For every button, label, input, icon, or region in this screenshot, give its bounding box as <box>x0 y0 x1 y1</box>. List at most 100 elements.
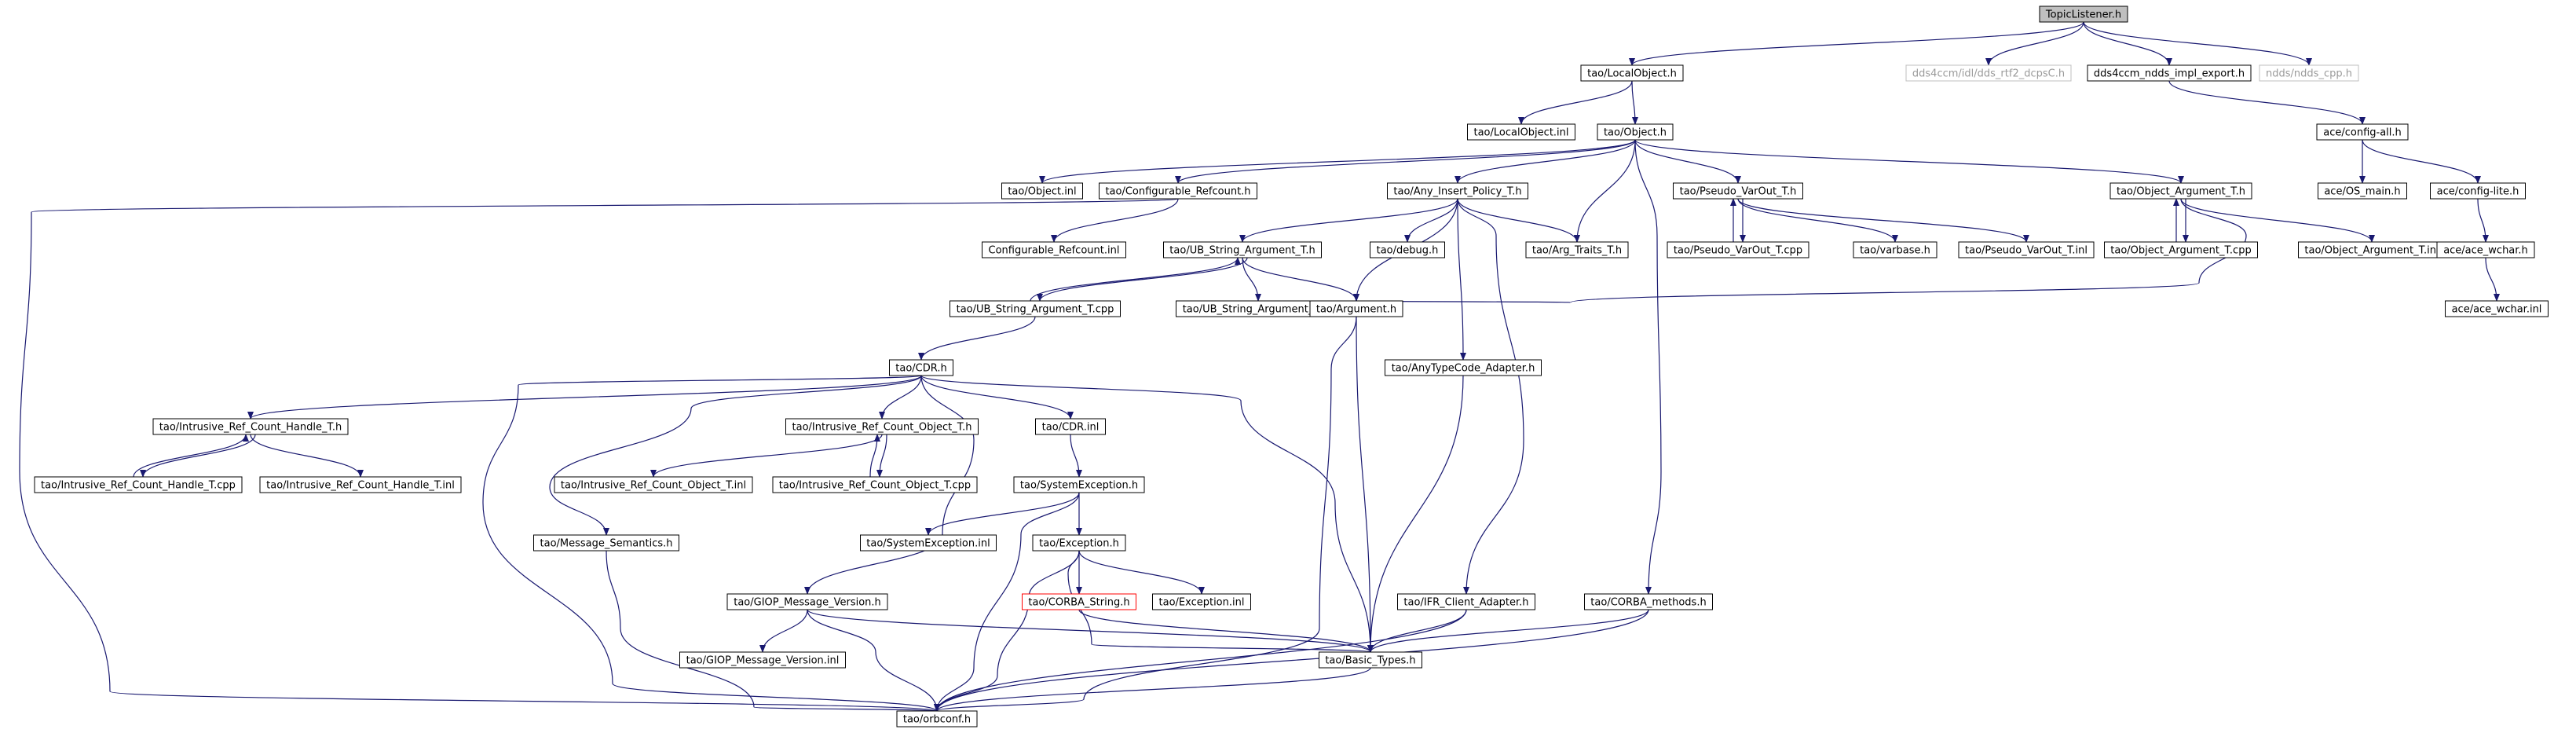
edge-argument-h-to-basic-types <box>1356 316 1374 653</box>
edge-localobject-h-to-object-h <box>1631 80 1638 125</box>
node-config-all[interactable]: ace/config-all.h <box>2316 123 2409 141</box>
node-label: tao/SystemException.h <box>1020 480 1138 492</box>
node-pseudo-varout-inl[interactable]: tao/Pseudo_VarOut_T.inl <box>1958 241 2095 258</box>
node-ndds-impl-export[interactable]: dds4ccm_ndds_impl_export.h <box>2087 64 2252 82</box>
node-dds-rtf2[interactable]: dds4ccm/idl/dds_rtf2_dcpsC.h <box>1905 64 2072 82</box>
node-argument-h[interactable]: tao/Argument.h <box>1309 300 1403 317</box>
edge-corba-methods-to-basic-types <box>1367 609 1649 653</box>
node-exception-inl[interactable]: tao/Exception.inl <box>1152 593 1251 610</box>
node-ace-wchar-inl[interactable]: ace/ace_wchar.inl <box>2445 300 2549 317</box>
edge-cdr-h-to-basic-types <box>920 375 1374 653</box>
node-debug-h[interactable]: tao/debug.h <box>1370 241 1445 258</box>
node-systemexception-h[interactable]: tao/SystemException.h <box>1013 476 1145 493</box>
node-intrusive-handle-h[interactable]: tao/Intrusive_Ref_Count_Handle_T.h <box>152 418 349 435</box>
node-label: tao/Message_Semantics.h <box>540 538 673 550</box>
edge-object-h-to-pseudo-varout-h <box>1634 139 1741 184</box>
node-localobject-h[interactable]: tao/LocalObject.h <box>1580 64 1684 82</box>
node-box <box>1370 241 1445 258</box>
node-cdr-h[interactable]: tao/CDR.h <box>889 359 953 376</box>
node-box <box>2436 241 2535 258</box>
node-intrusive-handle-cpp[interactable]: tao/Intrusive_Ref_Count_Handle_T.cpp <box>34 476 243 493</box>
node-label: tao/UB_String_Argument_T.inl <box>1183 304 1334 316</box>
node-topiclistener-h[interactable]: TopicListener.h <box>2039 5 2128 23</box>
edge-ub-string-cpp-to-cdr-h <box>918 316 1036 361</box>
node-object-argument-h[interactable]: tao/Object_Argument_T.h <box>2109 182 2252 200</box>
node-os-main[interactable]: ace/OS_main.h <box>2318 182 2407 200</box>
edge-intrusive-handle-cpp-to-intrusive-handle-h <box>133 434 249 478</box>
edge-pseudo-varout-h-to-varbase <box>1737 198 1898 243</box>
node-label: tao/LocalObject.inl <box>1473 127 1568 139</box>
node-box <box>860 534 997 552</box>
node-corba-string[interactable]: tao/CORBA_String.h <box>1022 593 1136 610</box>
node-box <box>982 241 1126 258</box>
node-object-argument-cpp[interactable]: tao/Object_Argument_T.cpp <box>2104 241 2258 258</box>
node-label: ace/ace_wchar.inl <box>2452 304 2542 316</box>
node-intrusive-object-h[interactable]: tao/Intrusive_Ref_Count_Object_T.h <box>785 418 979 435</box>
node-label: tao/Argument.h <box>1316 304 1396 316</box>
node-box <box>1319 651 1422 669</box>
node-corba-methods[interactable]: tao/CORBA_methods.h <box>1584 593 1713 610</box>
node-message-semantics[interactable]: tao/Message_Semantics.h <box>533 534 679 552</box>
node-ace-wchar-h[interactable]: ace/ace_wchar.h <box>2436 241 2535 258</box>
edge-basic-types-to-orbconf <box>934 667 1371 712</box>
edge-topiclistener-h-to-dds-rtf2 <box>1985 21 2084 66</box>
node-intrusive-object-inl[interactable]: tao/Intrusive_Ref_Count_Object_T.inl <box>554 476 753 493</box>
node-label: tao/Arg_Traits_T.h <box>1532 245 1622 257</box>
node-arg-traits[interactable]: tao/Arg_Traits_T.h <box>1525 241 1629 258</box>
node-intrusive-handle-inl[interactable]: tao/Intrusive_Ref_Count_Handle_T.inl <box>259 476 462 493</box>
node-box <box>34 476 243 493</box>
node-ub-string-cpp[interactable]: tao/UB_String_Argument_T.cpp <box>950 300 1121 317</box>
node-localobject-inl[interactable]: tao/LocalObject.inl <box>1467 123 1575 141</box>
node-giop-version-h[interactable]: tao/GIOP_Message_Version.h <box>726 593 888 610</box>
edge-giop-version-h-to-giop-version-inl <box>759 609 808 653</box>
node-object-h[interactable]: tao/Object.h <box>1597 123 1674 141</box>
edge-any-insert-policy-to-arg-traits <box>1457 198 1580 243</box>
node-basic-types[interactable]: tao/Basic_Types.h <box>1319 651 1422 669</box>
edge-exception-h-to-orbconf <box>934 550 1080 712</box>
node-object-inl[interactable]: tao/Object.inl <box>1001 182 1083 200</box>
node-orbconf[interactable]: tao/orbconf.h <box>896 710 978 728</box>
node-ub-string-h[interactable]: tao/UB_String_Argument_T.h <box>1163 241 1322 258</box>
node-intrusive-object-cpp[interactable]: tao/Intrusive_Ref_Count_Object_T.cpp <box>772 476 978 493</box>
edge-any-insert-policy-to-anytypecode-adapter <box>1457 198 1466 361</box>
node-config-lite[interactable]: ace/config-lite.h <box>2430 182 2526 200</box>
edge-cdr-h-to-message-semantics <box>549 375 922 536</box>
node-exception-h[interactable]: tao/Exception.h <box>1032 534 1126 552</box>
node-box <box>259 476 462 493</box>
node-box <box>896 710 978 728</box>
node-cdr-inl[interactable]: tao/CDR.inl <box>1035 418 1106 435</box>
node-systemexception-inl[interactable]: tao/SystemException.inl <box>860 534 997 552</box>
node-giop-version-inl[interactable]: tao/GIOP_Message_Version.inl <box>679 651 846 669</box>
node-label: tao/Configurable_Refcount.h <box>1105 186 1250 198</box>
node-box <box>1673 182 1803 200</box>
node-label: tao/Object_Argument_T.cpp <box>2110 245 2251 257</box>
node-box <box>1163 241 1322 258</box>
edge-topiclistener-h-to-ndds-cpp <box>2083 21 2312 66</box>
node-object-argument-inl[interactable]: tao/Object_Argument_T.inl <box>2298 241 2446 258</box>
node-pseudo-varout-cpp[interactable]: tao/Pseudo_VarOut_T.cpp <box>1667 241 1809 258</box>
edge-object-h-to-object-argument-h <box>1634 139 2184 184</box>
node-varbase[interactable]: tao/varbase.h <box>1853 241 1937 258</box>
node-label: tao/Pseudo_VarOut_T.h <box>1680 186 1797 198</box>
node-ifr-client-adapter[interactable]: tao/IFR_Client_Adapter.h <box>1397 593 1535 610</box>
node-anytypecode-adapter[interactable]: tao/AnyTypeCode_Adapter.h <box>1385 359 1542 376</box>
edge-pseudo-varout-h-to-pseudo-varout-inl <box>1737 198 2029 243</box>
edge-any-insert-policy-to-ub-string-h <box>1239 198 1458 243</box>
edge-cdr-h-to-cdr-inl <box>920 375 1074 420</box>
edge-object-h-to-object-inl <box>1039 139 1636 184</box>
node-box <box>1385 359 1542 376</box>
node-any-insert-policy[interactable]: tao/Any_Insert_Policy_T.h <box>1387 182 1528 200</box>
node-configurable-refcount-inl[interactable]: Configurable_Refcount.inl <box>982 241 1126 258</box>
node-label: tao/Pseudo_VarOut_T.cpp <box>1674 245 1802 257</box>
node-ndds-cpp[interactable]: ndds/ndds_cpp.h <box>2259 64 2359 82</box>
node-box <box>1013 476 1145 493</box>
node-configurable-refcount-h[interactable]: tao/Configurable_Refcount.h <box>1099 182 1257 200</box>
node-box <box>1032 534 1126 552</box>
node-label: tao/Intrusive_Ref_Count_Object_T.inl <box>561 480 746 492</box>
node-box <box>554 476 753 493</box>
node-box <box>1580 64 1684 82</box>
node-box <box>785 418 979 435</box>
node-box <box>1152 593 1251 610</box>
node-ub-string-inl[interactable]: tao/UB_String_Argument_T.inl <box>1176 300 1341 317</box>
node-pseudo-varout-h[interactable]: tao/Pseudo_VarOut_T.h <box>1673 182 1803 200</box>
